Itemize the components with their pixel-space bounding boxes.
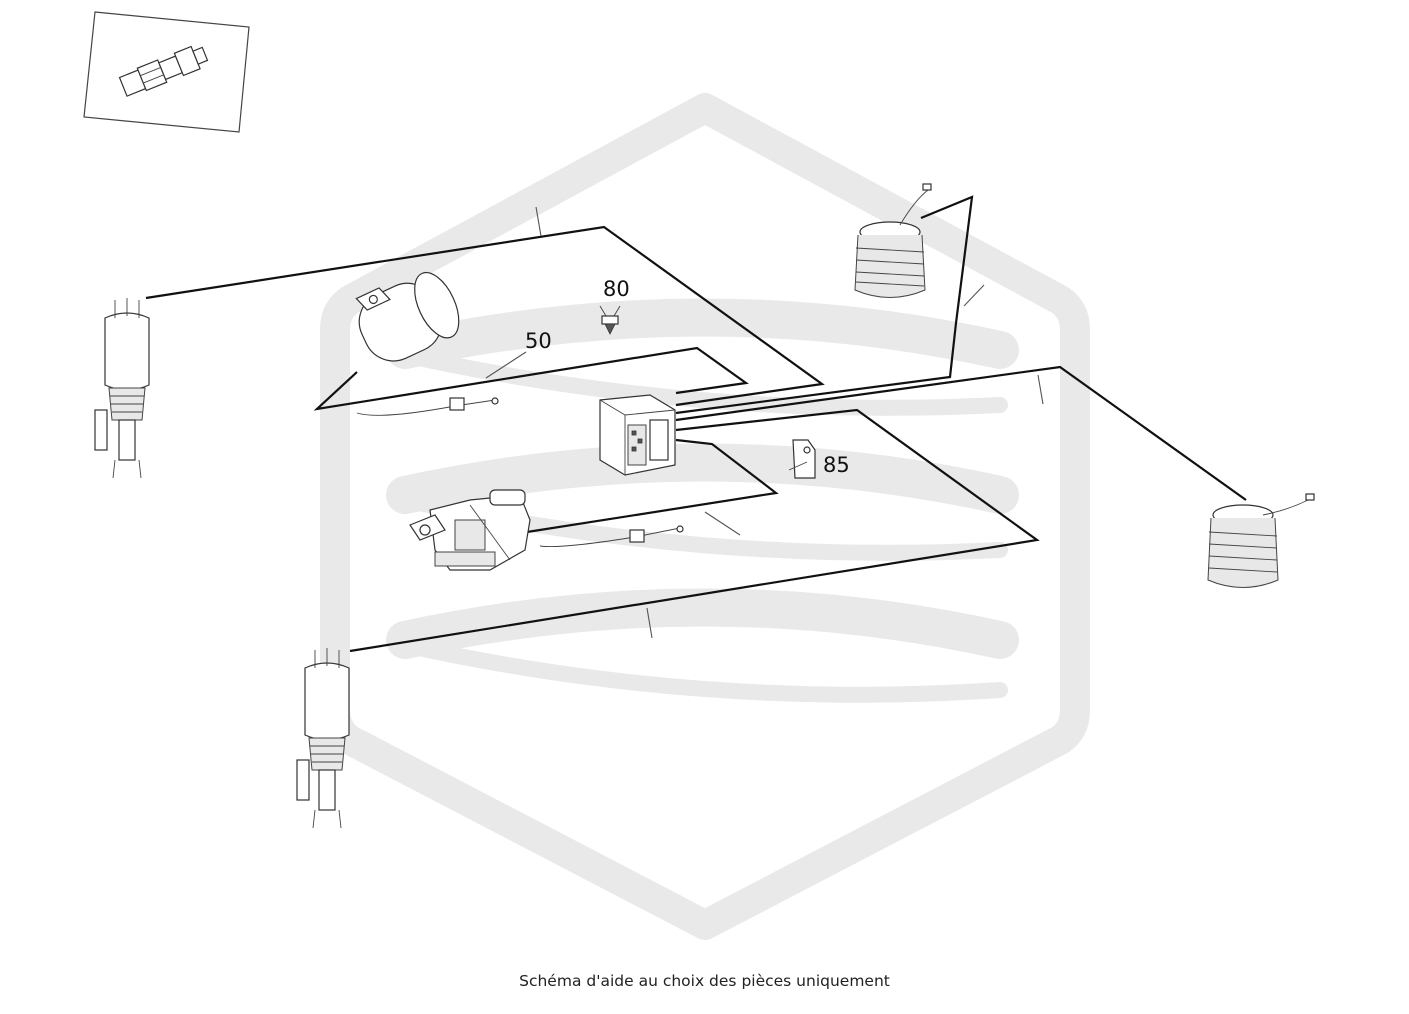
air-compressor-icon [409,489,531,571]
air-lines [145,195,1247,653]
callout-50: 50 [525,329,552,353]
diagram-caption: Schéma d'aide au choix des pièces unique… [519,972,890,990]
front-air-strut-icon [296,648,350,829]
callout-85: 85 [823,453,850,477]
cable-tie-upper [356,397,499,416]
valve-block-icon [599,394,676,476]
pipe-connector-icon [118,45,209,97]
rear-air-spring-icon [854,183,932,298]
callout-80: 80 [603,277,630,301]
cable-tie-lower [539,525,684,548]
front-air-strut-icon [94,298,150,479]
inset-detail-box [83,11,250,133]
rear-air-spring-icon [1207,493,1315,588]
holder-bracket-icon [788,439,816,479]
pressure-reservoir-icon [355,271,460,362]
clip-icon [599,305,621,335]
